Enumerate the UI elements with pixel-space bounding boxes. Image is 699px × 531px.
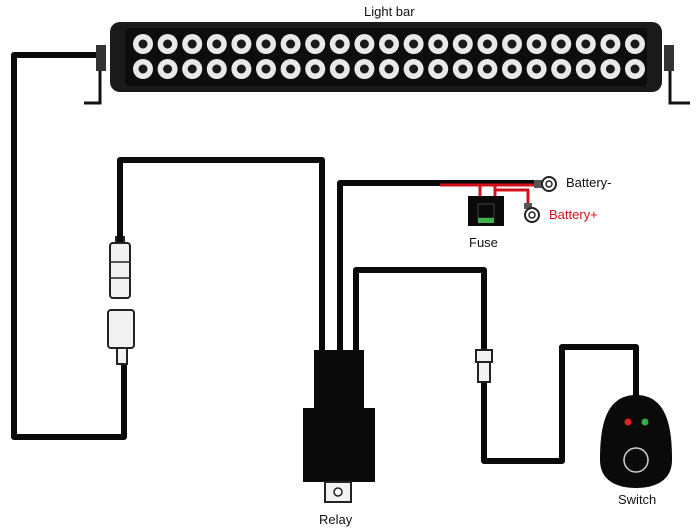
switch-body (600, 395, 672, 488)
switch-label: Switch (618, 492, 657, 507)
battery-pos-label: Battery+ (549, 207, 598, 222)
led-chip (236, 39, 246, 49)
fuse-green-tab (478, 218, 494, 223)
led-chip (359, 39, 369, 49)
wire-relay-to-switch-connector (353, 267, 487, 355)
led-chip (286, 64, 296, 74)
light-bar-leds (133, 34, 645, 79)
led-chip (335, 64, 345, 74)
wire-red-to-battery-pos (495, 188, 530, 205)
fuse-label: Fuse (469, 235, 498, 250)
wire-lightbar-to-left-loop (11, 52, 127, 440)
led-chip (138, 39, 148, 49)
led-chip (458, 39, 468, 49)
connector-housing (109, 242, 131, 299)
led-chip (433, 64, 443, 74)
connector-tail (116, 347, 128, 365)
led-chip (286, 39, 296, 49)
led-chip (261, 64, 271, 74)
led-chip (384, 39, 394, 49)
led-chip (212, 64, 222, 74)
led-chip (482, 39, 492, 49)
wire-connector-to-switch (481, 344, 639, 464)
led-chip (532, 64, 542, 74)
light-bar-icon (84, 22, 690, 105)
led-chip (359, 64, 369, 74)
led-chip (236, 64, 246, 74)
led-chip (212, 39, 222, 49)
led-chip (409, 64, 419, 74)
light-bar-right-cap (664, 45, 674, 71)
switch-led-green (641, 418, 649, 426)
led-chip (335, 39, 345, 49)
switch-button (623, 447, 649, 473)
led-chip (630, 64, 640, 74)
plug-connector-icon (107, 236, 135, 365)
led-chip (163, 39, 173, 49)
rocker-switch-icon (600, 395, 672, 488)
led-chip (187, 39, 197, 49)
led-chip (556, 64, 566, 74)
led-chip (409, 39, 419, 49)
battery-neg-label: Battery- (566, 175, 612, 190)
led-chip (581, 64, 591, 74)
led-chip (532, 39, 542, 49)
wire-connector-to-relay (117, 157, 325, 355)
led-chip (310, 39, 320, 49)
relay-body (303, 408, 375, 482)
led-chip (310, 64, 320, 74)
switch-connector-icon (475, 349, 493, 383)
relay-icon (303, 350, 375, 503)
led-chip (581, 39, 591, 49)
led-chip (458, 64, 468, 74)
led-chip (384, 64, 394, 74)
led-chip (261, 39, 271, 49)
led-chip (605, 39, 615, 49)
fuse-holder-icon (468, 196, 504, 226)
light-bar-left-cap (96, 45, 106, 71)
led-chip (433, 39, 443, 49)
led-chip (507, 39, 517, 49)
ring-terminal-icon (524, 176, 557, 223)
switch-led-red (624, 418, 632, 426)
relay-label: Relay (319, 512, 353, 527)
led-chip (507, 64, 517, 74)
led-chip (163, 64, 173, 74)
led-chip (187, 64, 197, 74)
led-chip (482, 64, 492, 74)
connector-plug (107, 309, 135, 349)
wire-relay-to-fuse (337, 180, 440, 355)
relay-top-block (314, 350, 364, 410)
black-wires (11, 52, 639, 464)
led-chip (556, 39, 566, 49)
light-bar-label: Light bar (364, 4, 415, 19)
led-chip (138, 64, 148, 74)
led-chip (630, 39, 640, 49)
led-chip (605, 64, 615, 74)
